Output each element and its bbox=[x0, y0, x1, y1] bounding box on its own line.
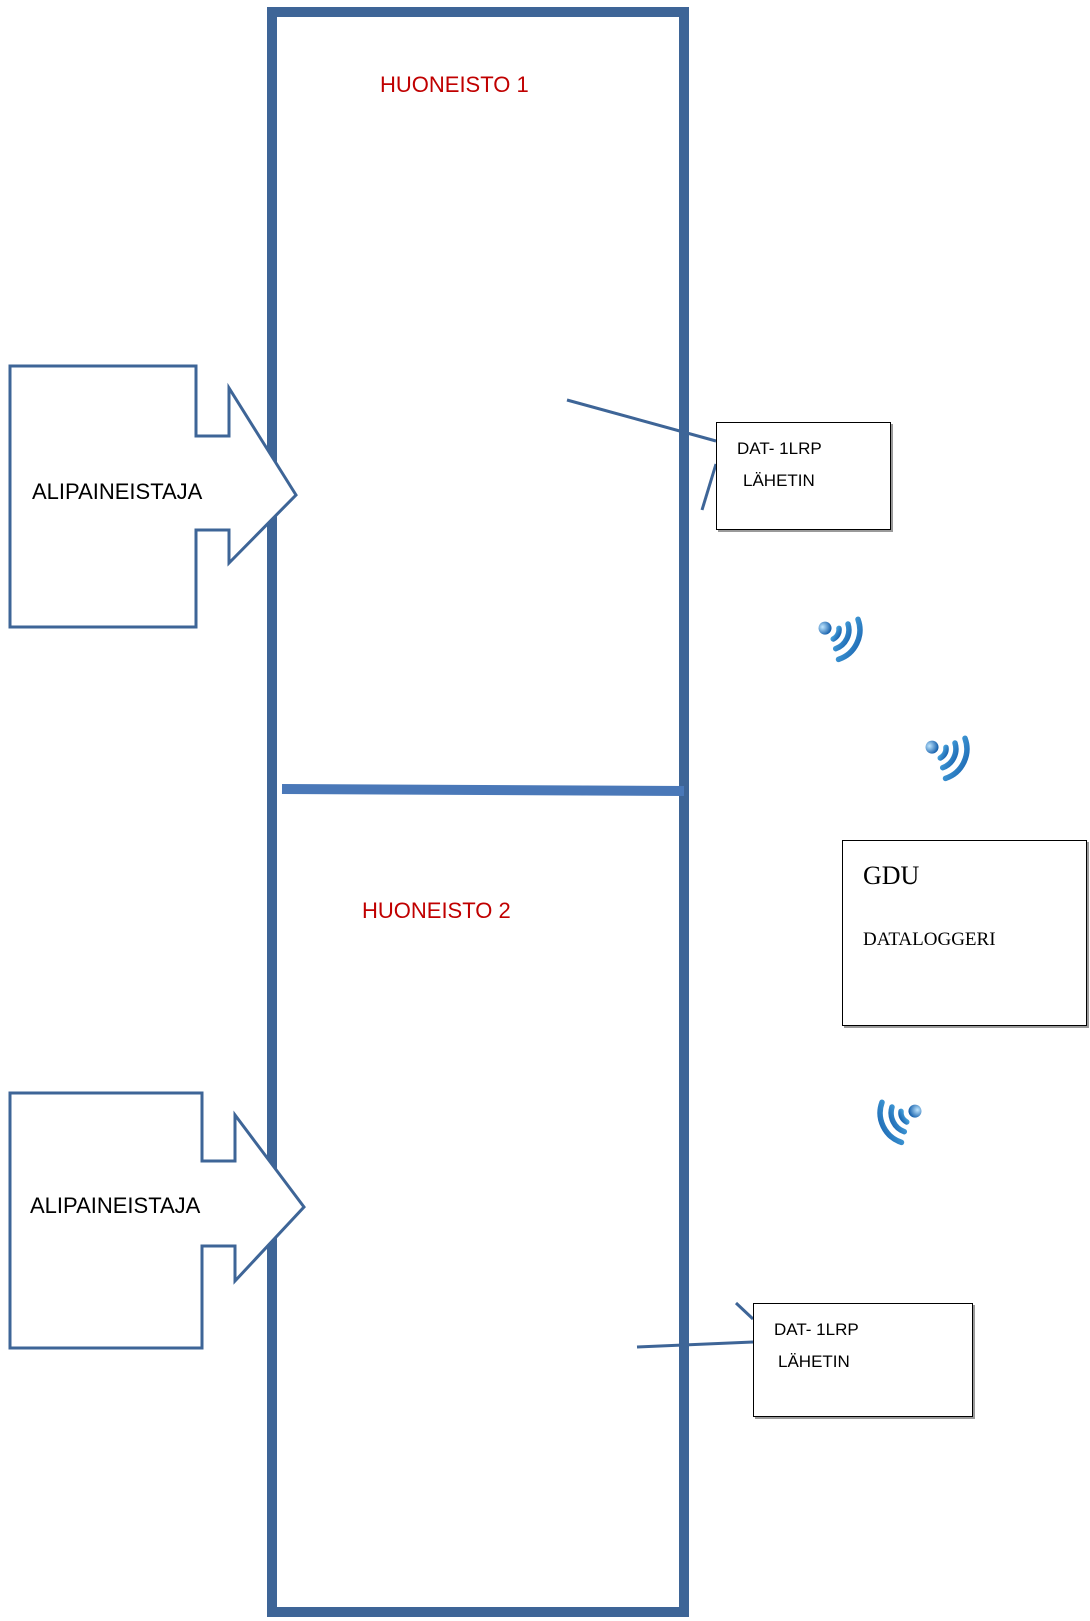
wireless-signal-icon bbox=[818, 616, 863, 663]
fan-label-2: ALIPAINEISTAJA bbox=[30, 1193, 201, 1218]
room-label-2: HUONEISTO 2 bbox=[362, 898, 511, 923]
datalogger-box: GDU DATALOGGERI bbox=[842, 840, 1087, 1026]
datalogger-subtitle: DATALOGGERI bbox=[863, 929, 996, 950]
antenna-line-1 bbox=[700, 463, 718, 511]
room-label-1: HUONEISTO 1 bbox=[380, 72, 529, 97]
floor-divider bbox=[281, 784, 685, 796]
transmitter-type: LÄHETIN bbox=[778, 1352, 850, 1371]
transmitter-model: DAT- 1LRP bbox=[774, 1320, 859, 1339]
fan-arrow-2 bbox=[8, 1091, 306, 1350]
fan-label-1: ALIPAINEISTAJA bbox=[32, 479, 203, 504]
transmitter-box-2: DAT- 1LRP LÄHETIN bbox=[753, 1303, 973, 1417]
building-outline bbox=[267, 7, 689, 1617]
transmitter-model: DAT- 1LRP bbox=[737, 439, 822, 458]
transmitter-box-1: DAT- 1LRP LÄHETIN bbox=[716, 422, 891, 530]
transmitter-type: LÄHETIN bbox=[743, 471, 815, 490]
fan-arrow-1 bbox=[8, 364, 298, 629]
wireless-signal-icon bbox=[877, 1099, 922, 1146]
probe-line-2 bbox=[636, 1340, 754, 1349]
probe-line-1 bbox=[566, 398, 717, 443]
wireless-signal-icon bbox=[925, 735, 970, 782]
datalogger-title: GDU bbox=[863, 861, 920, 890]
antenna-line-2 bbox=[734, 1301, 755, 1321]
